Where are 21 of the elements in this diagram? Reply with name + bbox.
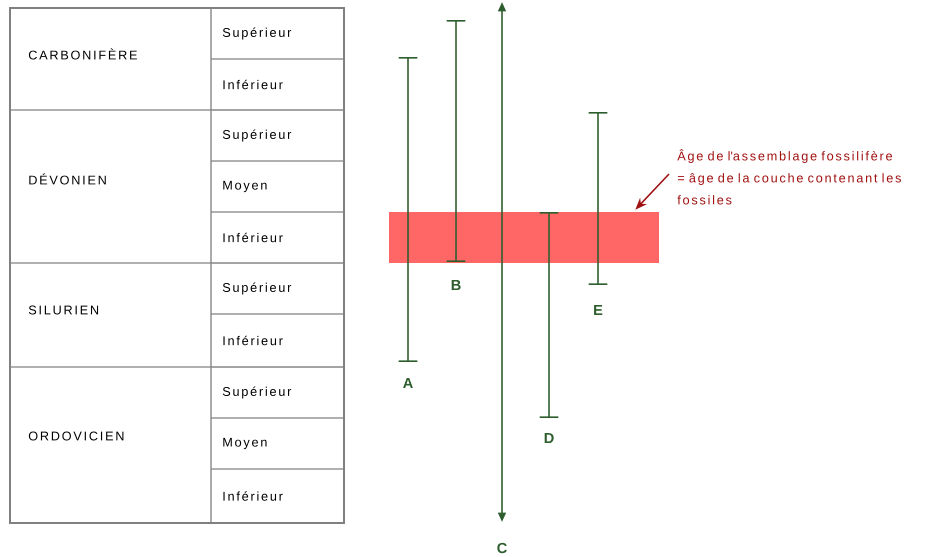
period-label: Supérieur xyxy=(222,28,292,40)
period-label: Inférieur xyxy=(223,80,283,90)
era-label: DÉVONIEN xyxy=(29,173,106,185)
era-label: CARBONIFÈRE xyxy=(28,48,137,60)
period-label: Inférieur xyxy=(223,491,283,501)
annotation-text: Âge de l'assemblage fossilifère = âge de la couche contenant les fossiles xyxy=(677,149,901,204)
range-letter: B xyxy=(452,280,461,290)
fossil-layer-band xyxy=(389,212,659,263)
period-label: Supérieur xyxy=(222,130,292,142)
range-letter: C xyxy=(497,542,507,554)
period-label: Inférieur xyxy=(223,232,283,242)
era-label: ORDOVICIEN xyxy=(28,432,124,440)
period-label: Supérieur xyxy=(222,386,292,398)
period-label: Moyen xyxy=(223,438,267,450)
range-letter: E xyxy=(594,304,602,316)
range-letter: A xyxy=(403,378,413,388)
period-label: Supérieur xyxy=(222,282,292,294)
range-letter: D xyxy=(544,432,554,444)
period-label: Inférieur xyxy=(223,336,283,346)
period-label: Moyen xyxy=(223,180,267,192)
era-label: SILURIEN xyxy=(28,306,98,314)
